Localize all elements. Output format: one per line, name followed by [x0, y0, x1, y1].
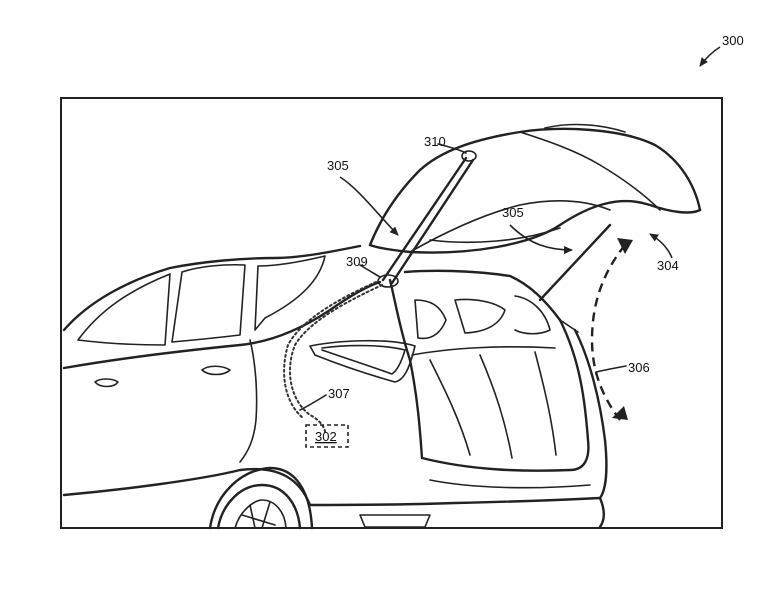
- label-305-left: 305: [327, 158, 349, 173]
- leader-305-right: [509, 224, 573, 254]
- label-306: 306: [628, 360, 650, 375]
- leader-310: [437, 143, 467, 154]
- leader-306: [595, 365, 627, 373]
- leader-307: [299, 394, 327, 411]
- figure-number-leader: [699, 46, 721, 67]
- label-304: 304: [657, 258, 679, 273]
- liftgate: [368, 123, 702, 254]
- figure-frame: [60, 97, 723, 529]
- label-307: 307: [328, 386, 350, 401]
- wire-harness-path: [289, 284, 383, 433]
- motion-arrowhead-bottom: [612, 406, 628, 420]
- leader-304: [649, 233, 673, 259]
- leader-309: [359, 264, 381, 278]
- gas-strut: [377, 150, 612, 302]
- vehicle-body: [62, 244, 608, 530]
- leader-305-left: [339, 176, 399, 236]
- figure-number-label: 300: [722, 33, 744, 48]
- motion-arrowhead-top: [617, 238, 633, 254]
- wire-harness-path-2: [283, 281, 377, 419]
- label-309: 309: [346, 254, 368, 269]
- label-302: 302: [315, 429, 337, 444]
- label-305-right: 305: [502, 205, 524, 220]
- label-310: 310: [424, 134, 446, 149]
- controller-box: [305, 424, 349, 448]
